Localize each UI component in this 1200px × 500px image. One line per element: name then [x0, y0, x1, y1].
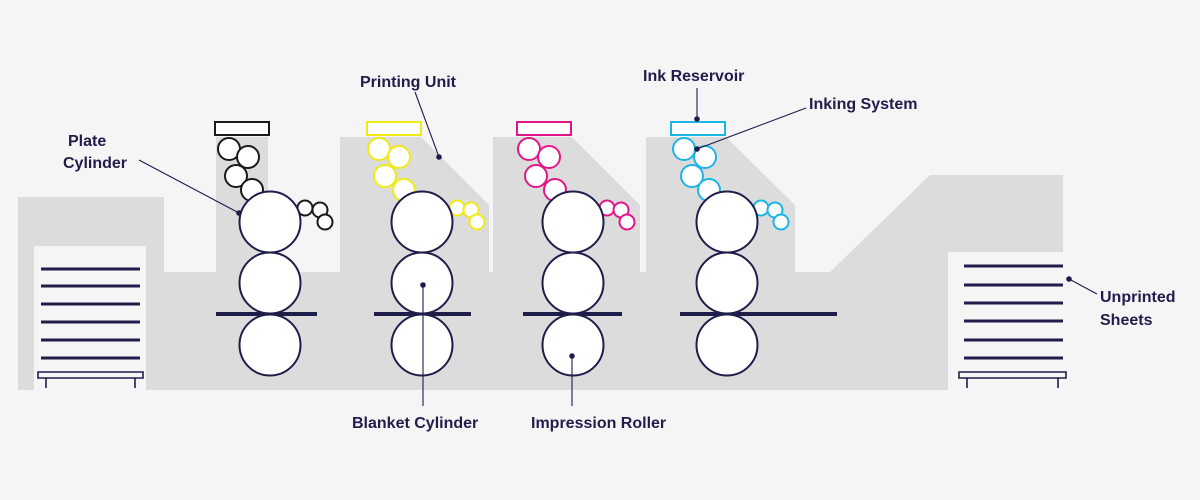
inking-roller-cyan: [680, 164, 704, 188]
dot-unprinted-sheets: [1066, 276, 1072, 282]
blanket-cylinder-magenta: [541, 251, 605, 315]
printing-unit-cyan: [670, 121, 790, 377]
impression-roller-black: [238, 313, 302, 377]
dot-blanket-cylinder: [420, 282, 426, 288]
printing-unit-black: [214, 121, 334, 377]
dot-impression-roller: [569, 353, 575, 359]
sheet-line: [964, 338, 1063, 342]
right-sheet-stack: [948, 252, 1067, 390]
dot-ink-reservoir: [694, 116, 700, 122]
side-roller-black: [316, 213, 334, 231]
plate-cylinder-black: [238, 190, 302, 254]
leader-plate-cylinder: [138, 159, 240, 214]
impression-roller-magenta: [541, 313, 605, 377]
inking-roller-cyan: [672, 137, 696, 161]
label-blanket-cylinder: Blanket Cylinder: [352, 415, 478, 432]
left-pallet: [37, 371, 144, 388]
dot-printing-unit: [436, 154, 442, 160]
inking-roller-yellow: [373, 164, 397, 188]
label-inking-system: Inking System: [809, 96, 917, 113]
inking-roller-yellow: [367, 137, 391, 161]
inking-roller-magenta: [524, 164, 548, 188]
sheet-line: [41, 302, 140, 306]
sheet-line: [41, 320, 140, 324]
blanket-cylinder-cyan: [695, 251, 759, 315]
inking-roller-black: [236, 145, 260, 169]
plate-cylinder-yellow: [390, 190, 454, 254]
sheet-line: [964, 283, 1063, 287]
impression-roller-cyan: [695, 313, 759, 377]
sheet-line: [964, 264, 1063, 268]
sheet-line: [964, 319, 1063, 323]
label-ink-reservoir: Ink Reservoir: [643, 68, 744, 85]
label-impression-roller: Impression Roller: [531, 415, 666, 432]
sheet-line: [41, 267, 140, 271]
ink-reservoir-magenta: [516, 121, 572, 136]
plate-cylinder-cyan: [695, 190, 759, 254]
leader-inking-system: [696, 107, 807, 150]
ink-reservoir-cyan: [670, 121, 726, 136]
inking-roller-black: [224, 164, 248, 188]
label-plate-line1: Plate: [68, 133, 106, 150]
dot-inking-system: [694, 146, 700, 152]
ink-reservoir-yellow: [366, 121, 422, 136]
printing-unit-magenta: [516, 121, 636, 377]
leader-printing-unit: [414, 91, 440, 158]
sheet-line: [41, 284, 140, 288]
label-cylinder-line2: Cylinder: [63, 155, 127, 172]
leader-unprinted-sheets: [1068, 278, 1098, 295]
inking-roller-magenta: [537, 145, 561, 169]
side-roller-yellow: [468, 213, 486, 231]
label-printing-unit: Printing Unit: [360, 74, 457, 91]
sheet-line: [964, 301, 1063, 305]
label-unprinted-line1: Unprinted: [1100, 289, 1176, 306]
sheet-line: [41, 356, 140, 360]
ink-reservoir-black: [214, 121, 270, 136]
sheet-line: [964, 356, 1063, 360]
side-roller-magenta: [618, 213, 636, 231]
dot-plate-cylinder: [236, 210, 242, 216]
left-sheet-stack: [34, 246, 146, 390]
side-roller-cyan: [772, 213, 790, 231]
inking-roller-yellow: [387, 145, 411, 169]
blanket-cylinder-black: [238, 251, 302, 315]
sheet-line: [41, 338, 140, 342]
inking-roller-magenta: [517, 137, 541, 161]
impression-roller-yellow: [390, 313, 454, 377]
plate-cylinder-magenta: [541, 190, 605, 254]
right-pallet: [958, 371, 1067, 388]
label-unprinted-line2: Sheets: [1100, 312, 1153, 329]
